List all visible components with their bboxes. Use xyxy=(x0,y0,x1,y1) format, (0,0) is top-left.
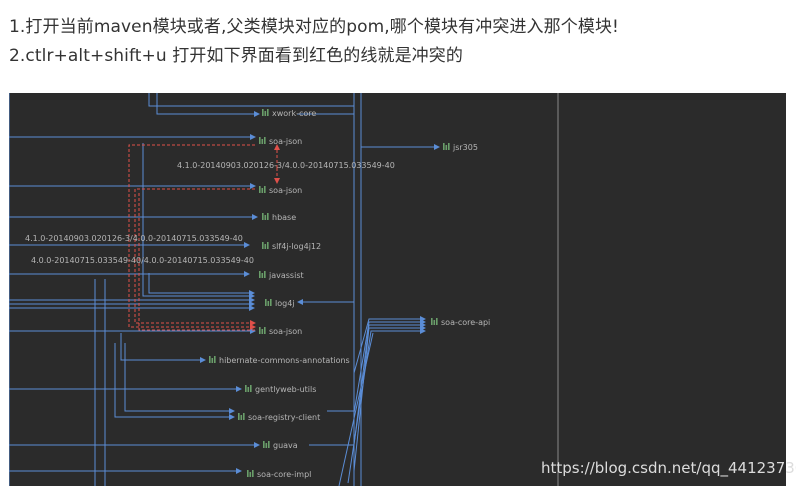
module-bars-icon xyxy=(259,271,266,278)
module-bars-icon xyxy=(262,242,269,249)
node-gentlyweb-utils[interactable]: gentlyweb-utils xyxy=(255,385,316,394)
node-hbase[interactable]: hbase xyxy=(272,213,296,222)
node-soa-json-1[interactable]: soa-json xyxy=(269,137,302,146)
node-soa-registry-client[interactable]: soa-registry-client xyxy=(248,413,320,422)
conflict-version-label-1: 4.1.0-20140903.020126-3/4.0.0-20140715.0… xyxy=(177,161,395,170)
module-bars-icon xyxy=(209,356,216,363)
module-bars-icon xyxy=(443,143,450,150)
dependency-graph-canvas[interactable]: xwork-core soa-json soa-json hbase slf4j… xyxy=(9,93,786,486)
watermark-text: https://blog.csdn.net/qq_44123730 xyxy=(541,459,796,477)
module-bars-icon xyxy=(262,213,269,220)
module-bars-icon xyxy=(245,385,252,392)
instruction-line-2: 2.ctlr+alt+shift+u 打开如下界面看到红色的线就是冲突的 xyxy=(9,46,463,66)
instruction-line-1: 1.打开当前maven模块或者,父类模块对应的pom,哪个模块有冲突进入那个模块… xyxy=(9,17,619,37)
module-bars-icon xyxy=(265,299,272,306)
module-bars-icon xyxy=(238,413,245,420)
node-guava[interactable]: guava xyxy=(273,441,298,450)
conflict-version-label-2: 4.1.0-20140903.020126-3/4.0.0-20140715.0… xyxy=(25,234,243,243)
node-soa-core-impl[interactable]: soa-core-impl xyxy=(257,470,311,479)
node-javassist[interactable]: javassist xyxy=(268,271,304,280)
module-bars-icon xyxy=(247,470,254,477)
node-hibernate-commons-annotations[interactable]: hibernate-commons-annotations xyxy=(219,356,350,365)
node-slf4j-log4j12[interactable]: slf4j-log4j12 xyxy=(272,242,321,251)
module-bars-icon xyxy=(263,441,270,448)
node-xwork-core[interactable]: xwork-core xyxy=(272,109,316,118)
conflict-version-label-3: 4.0.0-20140715.033549-40/4.0.0-20140715.… xyxy=(31,256,254,265)
conflict-edges xyxy=(128,144,280,331)
dependency-diagram[interactable]: xwork-core soa-json soa-json hbase slf4j… xyxy=(9,93,786,486)
node-icons xyxy=(209,109,450,477)
module-bars-icon xyxy=(259,137,266,144)
module-bars-icon xyxy=(262,109,269,116)
module-bars-icon xyxy=(431,318,438,325)
node-jsr305[interactable]: jsr305 xyxy=(452,143,478,152)
module-bars-icon xyxy=(259,327,266,334)
node-soa-json-2[interactable]: soa-json xyxy=(269,186,302,195)
node-soa-json-3[interactable]: soa-json xyxy=(269,327,302,336)
module-bars-icon xyxy=(259,186,266,193)
node-log4j[interactable]: log4j xyxy=(275,299,295,308)
node-soa-core-api[interactable]: soa-core-api xyxy=(441,318,490,327)
dependency-edges xyxy=(9,93,440,486)
